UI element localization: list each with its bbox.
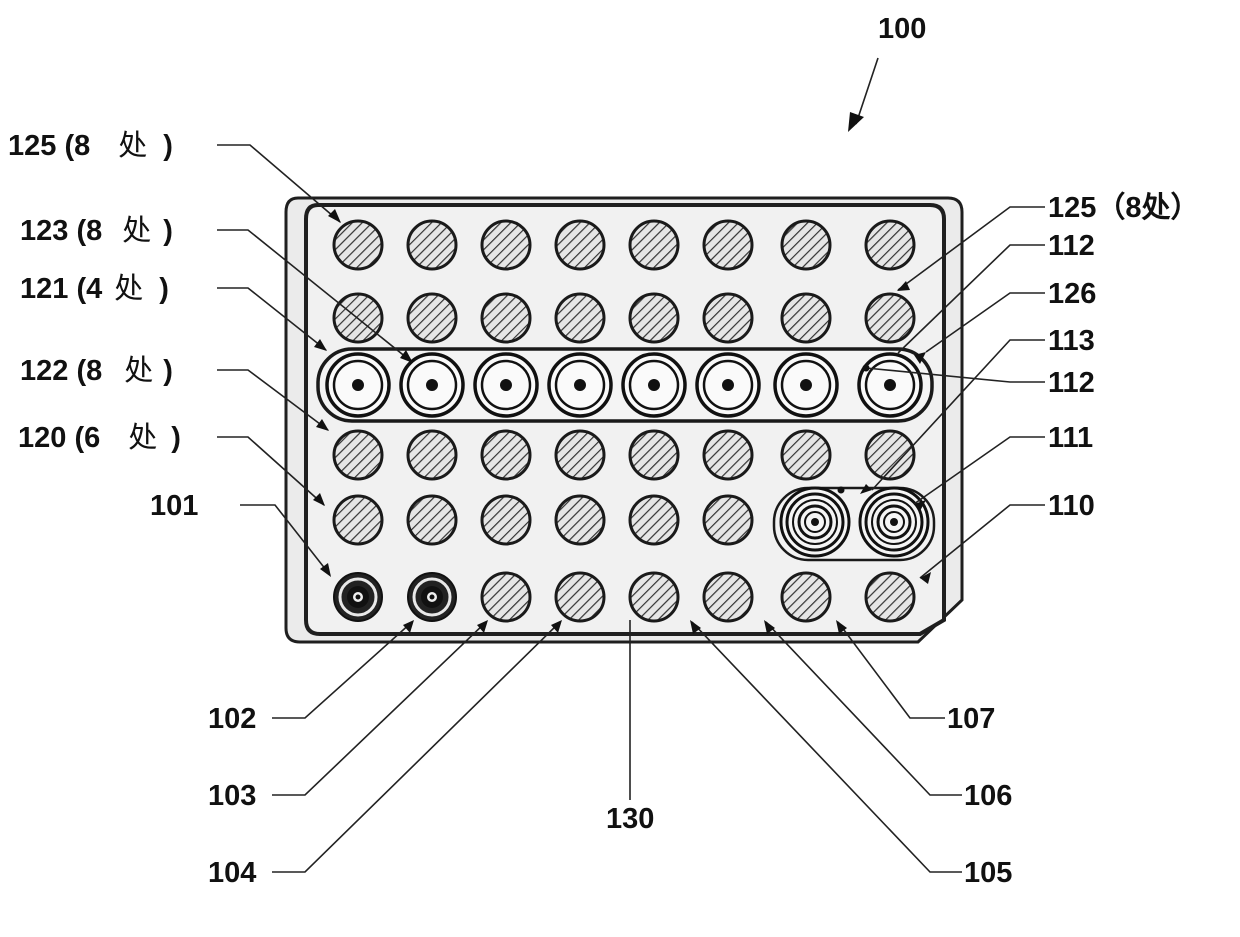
- contact-bottom-row: [866, 573, 914, 621]
- label-126: 126: [1048, 278, 1096, 310]
- contact-123: [556, 294, 604, 342]
- label-102: 102: [208, 703, 256, 735]
- contact-125: [704, 221, 752, 269]
- contact-125: [782, 221, 830, 269]
- label-123-left: 123 (8处): [20, 213, 173, 247]
- label-110: 110: [1048, 490, 1095, 522]
- contact-125: [408, 221, 456, 269]
- label-105: 105: [964, 857, 1012, 889]
- coax-contact: [697, 354, 759, 416]
- contact-120: [704, 496, 752, 544]
- label-125-right: 125（8处）: [1048, 191, 1200, 224]
- contact-bottom-row: [782, 573, 830, 621]
- contact-123: [630, 294, 678, 342]
- contact-122: [866, 431, 914, 479]
- coax-contact: [475, 354, 537, 416]
- contact-123: [482, 294, 530, 342]
- contact-122: [556, 431, 604, 479]
- label-121-left: 121 (4处): [20, 271, 169, 305]
- coax-contact: [859, 354, 921, 416]
- contact-bottom-row: [482, 573, 530, 621]
- label-112-lower: 112: [1048, 367, 1095, 399]
- contact-120: [334, 496, 382, 544]
- contact-bottom-row: [704, 573, 752, 621]
- label-120-left: 120 (6处): [18, 420, 181, 454]
- small-coax-contact: [334, 573, 382, 621]
- concentric-contact: [781, 488, 849, 556]
- label-125-left: 125 (8处): [8, 128, 173, 162]
- contact-bottom-row: [630, 573, 678, 621]
- coax-contact: [623, 354, 685, 416]
- contact-122: [334, 431, 382, 479]
- concentric-contact: [860, 488, 928, 556]
- contact-122: [782, 431, 830, 479]
- label-100: 100: [878, 13, 926, 45]
- contact-123: [704, 294, 752, 342]
- contact-123: [866, 294, 914, 342]
- contact-125: [556, 221, 604, 269]
- contact-122: [482, 431, 530, 479]
- contact-122: [630, 431, 678, 479]
- contact-122: [704, 431, 752, 479]
- label-130: 130: [606, 803, 654, 835]
- label-101: 101: [150, 490, 198, 522]
- label-103: 103: [208, 780, 256, 812]
- contact-120: [408, 496, 456, 544]
- contact-120: [482, 496, 530, 544]
- label-113: 113: [1048, 325, 1095, 357]
- label-107: 107: [947, 703, 995, 735]
- contact-bottom-row: [556, 573, 604, 621]
- coax-contact: [775, 354, 837, 416]
- coax-contact: [401, 354, 463, 416]
- label-111: 111: [1048, 422, 1093, 454]
- label-122-left: 122 (8处): [20, 353, 173, 387]
- contact-125: [334, 221, 382, 269]
- label-104: 104: [208, 857, 256, 889]
- coax-contact: [549, 354, 611, 416]
- contact-125: [630, 221, 678, 269]
- contact-125: [866, 221, 914, 269]
- label-112-upper: 112: [1048, 230, 1095, 262]
- contact-122: [408, 431, 456, 479]
- label-106: 106: [964, 780, 1012, 812]
- small-coax-contact: [408, 573, 456, 621]
- contact-125: [482, 221, 530, 269]
- coax-contact: [327, 354, 389, 416]
- contact-123: [408, 294, 456, 342]
- contact-120: [556, 496, 604, 544]
- contact-123: [782, 294, 830, 342]
- contact-120: [630, 496, 678, 544]
